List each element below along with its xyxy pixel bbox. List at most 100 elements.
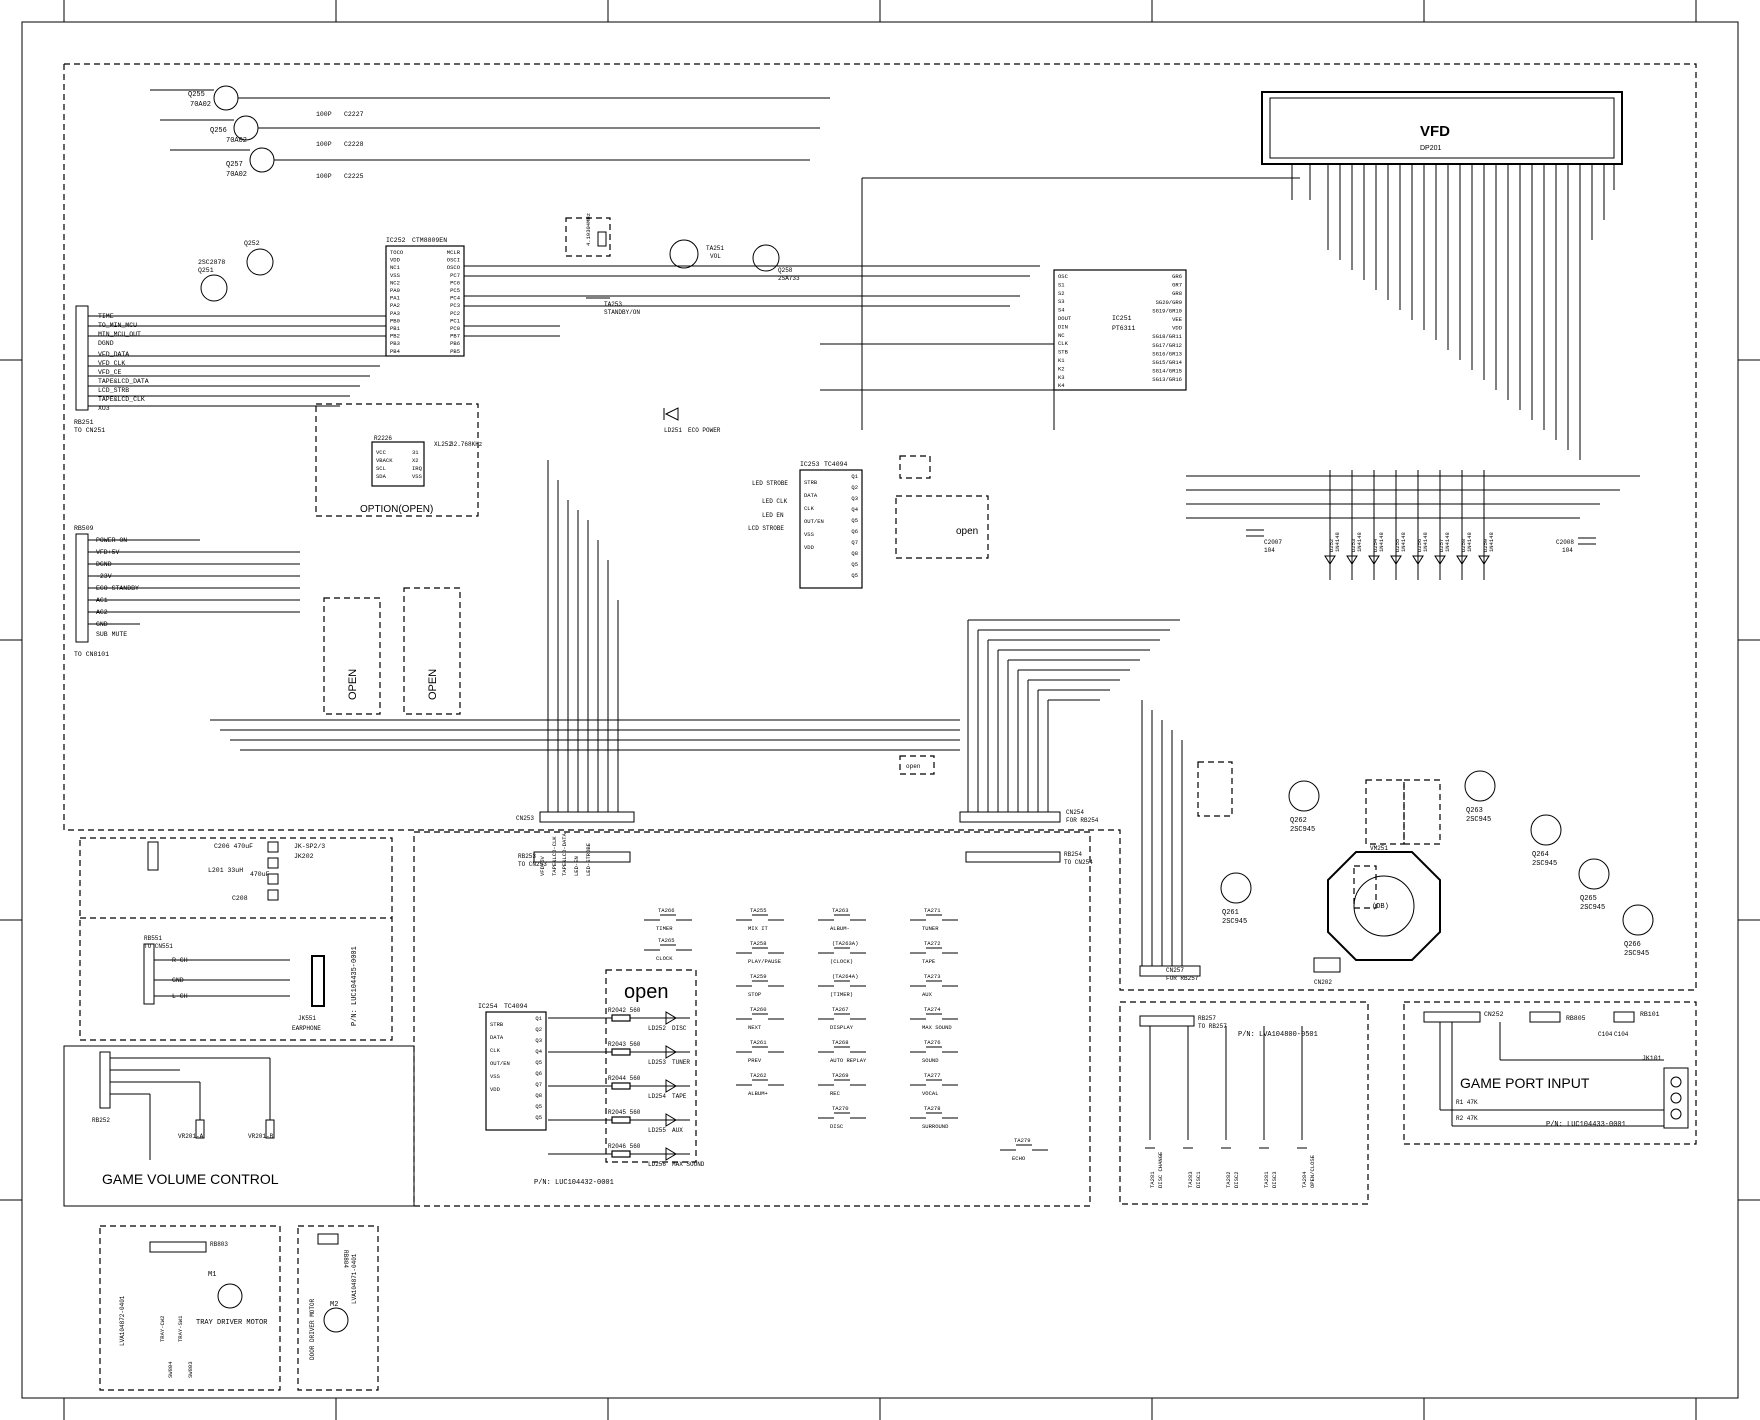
key-ref: (TA264A) bbox=[832, 973, 858, 980]
transistor-icon bbox=[1464, 770, 1496, 802]
led-label: TAPE bbox=[672, 1093, 687, 1100]
led-label: AUX bbox=[672, 1127, 683, 1134]
ic-pin-label: Q5 bbox=[535, 1103, 542, 1110]
ic-pin-label: DATA bbox=[490, 1034, 504, 1041]
ic-pin-label: Q2 bbox=[851, 484, 858, 491]
ic-pin-label: PB4 bbox=[390, 348, 401, 355]
key-ref: TA268 bbox=[832, 1039, 849, 1046]
ic-pin-label: VDD bbox=[490, 1086, 501, 1093]
svg-text:LD251: LD251 bbox=[664, 427, 682, 434]
connector-cn202: CN202 bbox=[1313, 957, 1341, 986]
svg-text:X2: X2 bbox=[412, 457, 419, 464]
connector-cn254: CN254 FOR RB254 bbox=[959, 809, 1099, 824]
key-label: (TIMER) bbox=[830, 991, 853, 998]
ic-pin-label: Q5 bbox=[535, 1059, 542, 1066]
key-ref: TA267 bbox=[832, 1006, 849, 1013]
transistor-icon bbox=[1622, 904, 1654, 936]
ic-pin-label: PB3 bbox=[390, 340, 400, 347]
transistor-ref: Q263 bbox=[1466, 807, 1483, 815]
svg-text:MIN_MCU_OUT: MIN_MCU_OUT bbox=[98, 331, 141, 338]
key-ref: TA282 bbox=[1225, 1171, 1232, 1188]
ic251: IC251 PT6311 OSCS1S2S3S4DOUTDINNCCLKSTBK… bbox=[1053, 269, 1187, 391]
svg-text:R2 47K: R2 47K bbox=[1456, 1115, 1478, 1122]
svg-text:TO CN251: TO CN251 bbox=[74, 427, 105, 434]
diode-part: 1N4148 bbox=[1444, 532, 1451, 552]
svg-text:IC253: IC253 bbox=[800, 461, 820, 468]
key-ref: TA271 bbox=[924, 907, 941, 914]
ic-pin-label: VSS bbox=[490, 1073, 501, 1080]
svg-text:JK101: JK101 bbox=[1642, 1055, 1662, 1062]
ic-pin-label: K1 bbox=[1058, 357, 1065, 364]
ic-pin-label: PB5 bbox=[450, 348, 460, 355]
diode-ref: D255 bbox=[1394, 539, 1401, 552]
ic-pin-label: PC1 bbox=[450, 317, 461, 324]
svg-text:IRQ: IRQ bbox=[412, 465, 423, 472]
connector-rb253: RB253 TO CN253 VFD+5V TAPE&LCD-CLK TAPE&… bbox=[518, 832, 631, 876]
ic-pin-label: Q1 bbox=[851, 473, 858, 480]
key-label: (CLOCK) bbox=[830, 958, 853, 965]
level-meter: (DB) VM251 bbox=[1327, 845, 1441, 961]
transistor-ref: Q265 bbox=[1580, 895, 1597, 903]
led-ref: LD254 bbox=[648, 1093, 666, 1100]
headphone-board bbox=[79, 837, 393, 1041]
led-resistor: R2042 560 bbox=[608, 1007, 641, 1014]
svg-text:FOR RB257: FOR RB257 bbox=[1166, 975, 1199, 982]
connector-rb252 bbox=[99, 1051, 111, 1109]
transistor-icon bbox=[1530, 814, 1562, 846]
ic-pin-label: SG19/GR10 bbox=[1152, 307, 1182, 314]
svg-text:PT6311: PT6311 bbox=[1112, 325, 1136, 332]
key-ref: TA281 bbox=[1263, 1171, 1270, 1188]
ic-pin-label: SG17/GR12 bbox=[1152, 342, 1182, 349]
ic-pin-label: Q6 bbox=[535, 1070, 542, 1077]
ic-pin-label: SG20/GR9 bbox=[1156, 299, 1182, 306]
transistor-part: 2SC945 bbox=[1624, 950, 1649, 958]
ic-pin-label: PA0 bbox=[390, 287, 400, 294]
ic252: IC252 CTM8809EN TOCOVDDNC1VSSNC2PA0PA1PA… bbox=[385, 237, 465, 357]
svg-text:SDA: SDA bbox=[376, 473, 387, 480]
connector-cn257: CN257 FOR RB257 bbox=[1139, 965, 1201, 982]
transistor-ref: Q262 bbox=[1290, 817, 1307, 825]
svg-text:JK202: JK202 bbox=[294, 853, 314, 860]
key-ref: TA273 bbox=[924, 973, 941, 980]
ic-pin-label: MCLR bbox=[447, 249, 461, 256]
ic-pin-label: SG13/GR16 bbox=[1152, 376, 1182, 383]
svg-text:SCL: SCL bbox=[376, 465, 386, 472]
main-board-outline bbox=[63, 63, 1697, 991]
key-ref: TA279 bbox=[1014, 1137, 1031, 1144]
svg-text:RB803: RB803 bbox=[210, 1241, 228, 1248]
svg-text:LCD_STRB: LCD_STRB bbox=[98, 387, 129, 394]
key-ref: TA274 bbox=[924, 1006, 941, 1013]
ic-pin-label: PC2 bbox=[450, 310, 460, 317]
svg-text:CN253: CN253 bbox=[516, 815, 534, 822]
led-resistor: R2043 560 bbox=[608, 1041, 641, 1048]
mosfet-q257: Q257 70A02 bbox=[226, 147, 275, 179]
led-label: DISC bbox=[672, 1025, 687, 1032]
svg-text:RB252: RB252 bbox=[92, 1117, 110, 1124]
ic-pin-label: VSS bbox=[804, 531, 815, 538]
svg-text:TRAY-CW2: TRAY-CW2 bbox=[159, 1316, 166, 1342]
svg-text:TAPE&LCD_CLK: TAPE&LCD_CLK bbox=[98, 396, 145, 403]
svg-text:LCD STROBE: LCD STROBE bbox=[748, 525, 784, 532]
ic-pin-label: PC5 bbox=[450, 287, 460, 294]
ic-pin-label: OSC bbox=[1058, 273, 1069, 280]
key-ref: TA266 bbox=[658, 907, 675, 914]
svg-text:P/N: LUC104435-0001: P/N: LUC104435-0001 bbox=[351, 946, 359, 1026]
led-ref: LD255 bbox=[648, 1127, 666, 1134]
svg-text:R1 47K: R1 47K bbox=[1456, 1099, 1478, 1106]
svg-text:31: 31 bbox=[412, 449, 419, 456]
diode-icon bbox=[1434, 555, 1446, 565]
game-port-jack[interactable] bbox=[1663, 1067, 1689, 1129]
cap-top-1: 100P bbox=[316, 111, 332, 118]
ic-pin-label: K2 bbox=[1058, 365, 1065, 372]
cap-ref-top-3: C2225 bbox=[344, 173, 364, 180]
key-label: MAX SOUND bbox=[922, 1024, 952, 1031]
open-option-boxes: OPEN OPEN open open bbox=[323, 455, 989, 775]
svg-text:LED CLK: LED CLK bbox=[762, 498, 788, 505]
ic-pin-label: Q5 bbox=[851, 517, 858, 524]
connector-rb805 bbox=[1529, 1011, 1561, 1023]
svg-text:LED EN: LED EN bbox=[762, 512, 784, 519]
svg-text:open: open bbox=[906, 763, 921, 770]
svg-text:TO CN253: TO CN253 bbox=[518, 861, 547, 868]
ic-pin-label: STRB bbox=[804, 479, 818, 486]
